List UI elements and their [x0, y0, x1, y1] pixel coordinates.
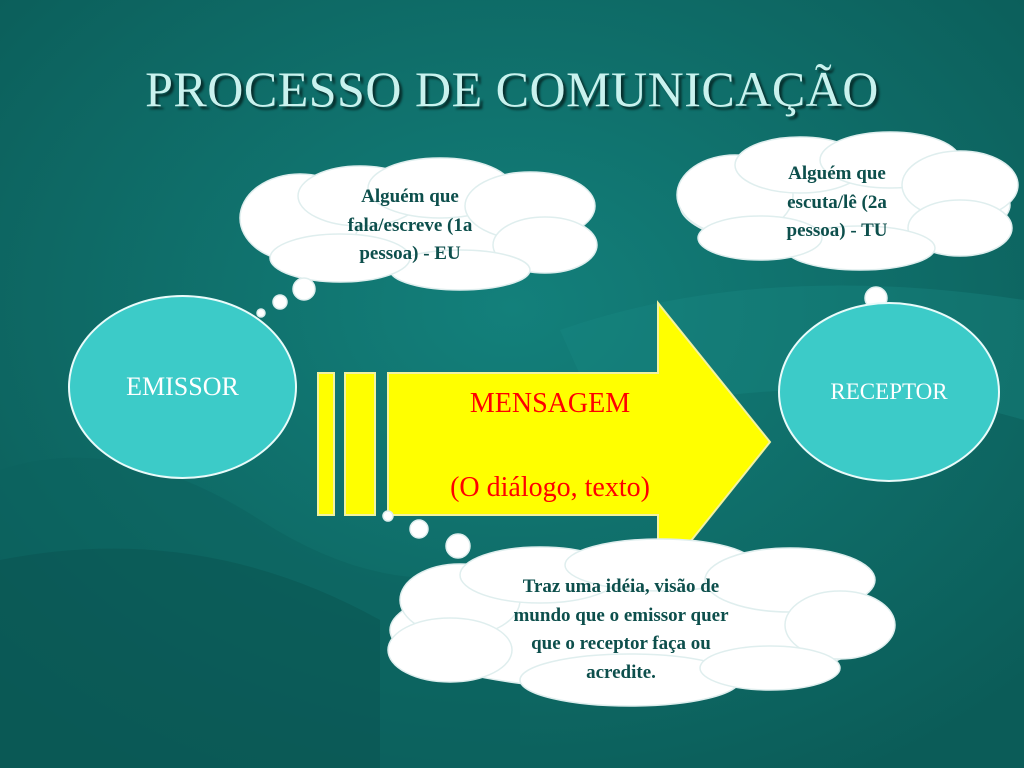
message-title: MENSAGEM	[469, 388, 631, 419]
thought-cloud-emissor	[239, 157, 598, 318]
receptor-description-line: Alguém que	[788, 163, 886, 184]
mensagem-description-line: mundo que o emissor quer	[513, 604, 729, 626]
mensagem-description: Traz uma idéia, visão de mundo que o emi…	[456, 573, 786, 687]
emissor-label: EMISSOR	[126, 372, 239, 401]
emissor-description-line: pessoa) - EU	[359, 243, 461, 264]
receptor-description: Alguém que escuta/lê (2a pessoa) - TU	[737, 160, 937, 246]
thought-cloud-receptor	[676, 131, 1019, 362]
receptor-label: RECEPTOR	[830, 379, 948, 404]
message-arrow	[317, 300, 772, 585]
emissor-ellipse: EMISSOR	[68, 295, 297, 479]
emissor-description-line: fala/escreve (1a	[347, 214, 473, 236]
mensagem-description-line: acredite.	[586, 661, 656, 683]
receptor-ellipse: RECEPTOR	[778, 302, 1000, 482]
emissor-description: Alguém que fala/escreve (1a pessoa) - EU	[296, 183, 524, 269]
receptor-description-line: escuta/lê (2a	[787, 191, 887, 213]
emissor-description-line: Alguém que	[361, 186, 459, 207]
message-subtitle: (O diálogo, texto)	[450, 472, 650, 503]
mensagem-description-line: que o receptor faça ou	[531, 633, 711, 654]
receptor-description-line: pessoa) - TU	[786, 220, 888, 241]
thought-cloud-mensagem	[382, 510, 896, 707]
mensagem-description-line: Traz uma idéia, visão de	[522, 576, 720, 597]
slide-title: PROCESSO DE COMUNICAÇÃO	[145, 61, 879, 117]
